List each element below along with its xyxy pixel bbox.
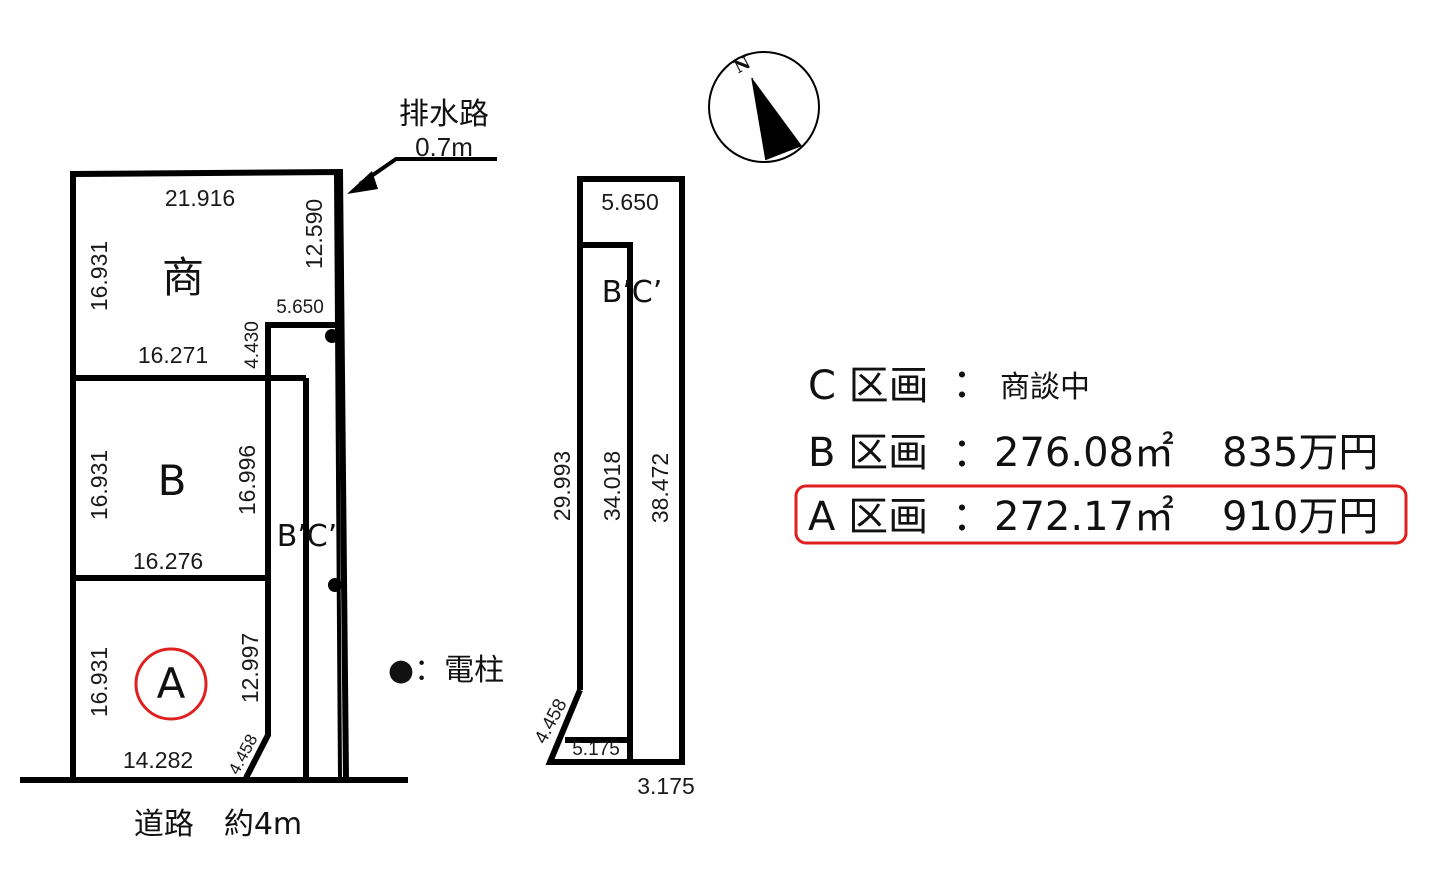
pricing-row-a-highlight xyxy=(794,484,1408,545)
dim-shop-left: 16.931 xyxy=(86,241,112,311)
outer-boundary xyxy=(70,168,349,781)
dim-detail-mid: 34.018 xyxy=(599,451,625,521)
svg-text:：: ： xyxy=(952,361,992,407)
drain-width: 0.7m xyxy=(415,132,473,162)
pricing-legend: C 区画 ： 商談中 B 区画 ： 276.08㎡ 835万円 A 区画 ： 2… xyxy=(794,361,1408,545)
lot-shop-label: 商 xyxy=(162,253,204,302)
dim-a-left: 16.931 xyxy=(86,647,112,717)
lot-edge-right xyxy=(243,378,271,780)
pricing-row-c: C 区画 ： 商談中 xyxy=(808,361,1090,409)
dim-b-right: 16.996 xyxy=(234,445,260,515)
lot-bc-right-label: B’C’ xyxy=(602,275,663,310)
dim-shop-right: 12.590 xyxy=(301,199,327,269)
drain-arrow xyxy=(347,157,497,194)
svg-text:835万円: 835万円 xyxy=(1222,430,1378,476)
svg-text:C 区画: C 区画 xyxy=(808,363,929,409)
utility-pole-2 xyxy=(328,578,342,592)
main-plot-outlines xyxy=(70,168,349,781)
lot-a-label: A xyxy=(157,659,186,708)
north-arrow-icon: N xyxy=(708,51,820,163)
lot-a-highlight-circle xyxy=(134,647,208,721)
lot-bc-left-label: B’C’ xyxy=(277,519,338,554)
dim-detail-right: 38.472 xyxy=(647,453,673,523)
svg-text:276.08㎡: 276.08㎡ xyxy=(994,430,1174,476)
detail-inner-left xyxy=(580,242,633,762)
dim-a-right: 12.997 xyxy=(237,633,263,703)
lot-b-label: B xyxy=(158,456,187,505)
svg-text:B 区画: B 区画 xyxy=(808,430,928,476)
dim-detail-top: 5.650 xyxy=(601,189,659,215)
svg-text:：: ： xyxy=(952,430,992,476)
pricing-row-b: B 区画 ： 276.08㎡ 835万円 xyxy=(808,430,1378,476)
detail-outer xyxy=(545,176,685,765)
dim-strip-top: 5.650 xyxy=(276,297,324,318)
road-label: 道路 約4m xyxy=(134,807,302,842)
svg-text:910万円: 910万円 xyxy=(1222,494,1378,540)
svg-text:272.17㎡: 272.17㎡ xyxy=(994,494,1174,540)
drain-label: 排水路 xyxy=(399,97,489,132)
dim-shop-bottom: 16.271 xyxy=(138,342,208,368)
detail-strip-outlines xyxy=(545,176,685,765)
svg-text:商談中: 商談中 xyxy=(1000,370,1090,405)
dim-detail-base-inner: 5.175 xyxy=(572,739,620,760)
dim-shop-top: 21.916 xyxy=(165,185,235,211)
dim-detail-left: 29.993 xyxy=(549,451,575,521)
dim-strip-jog: 4.430 xyxy=(242,321,263,369)
dim-a-bottom: 14.282 xyxy=(123,747,193,773)
svg-text:A 区画: A 区画 xyxy=(808,494,928,540)
dim-detail-base-outer: 3.175 xyxy=(637,773,695,799)
strip-inner-boundary xyxy=(265,322,338,378)
svg-text:：: ： xyxy=(952,494,992,540)
pricing-row-a: A 区画 ： 272.17㎡ 910万円 xyxy=(808,494,1378,540)
drain-strip-line xyxy=(334,173,342,781)
pole-legend: ●：電柱 xyxy=(388,653,504,688)
dim-b-left: 16.931 xyxy=(86,450,112,520)
utility-pole-1 xyxy=(325,329,339,343)
dim-b-bottom: 16.276 xyxy=(133,548,203,574)
